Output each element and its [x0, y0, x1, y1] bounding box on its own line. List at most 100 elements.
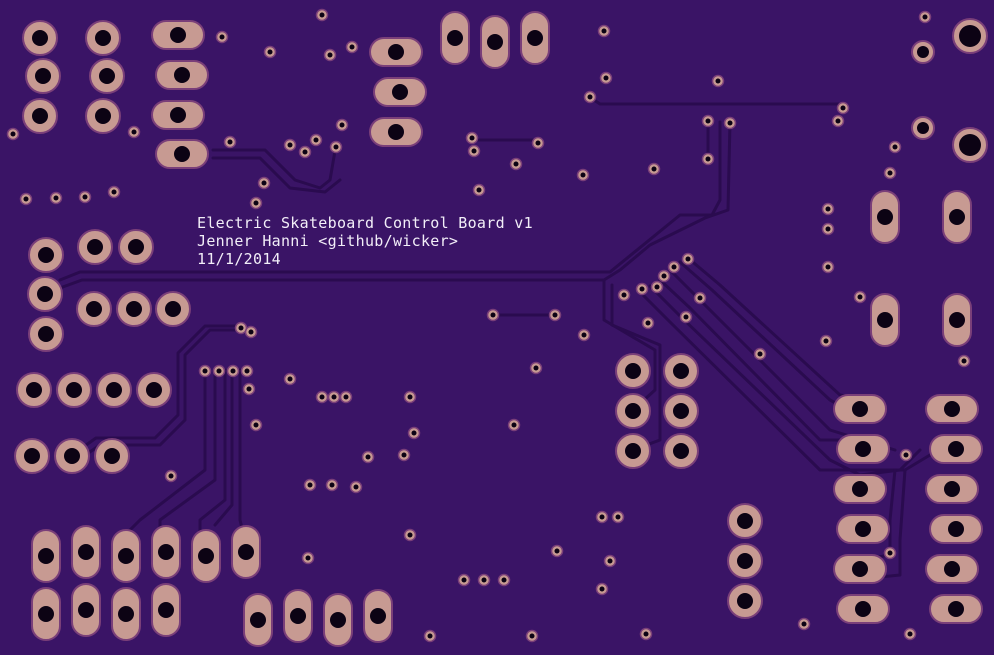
pad-drill	[855, 441, 871, 457]
pad-drill	[170, 27, 186, 43]
via-drill	[587, 94, 593, 100]
via-drill	[825, 264, 831, 270]
pad-drill	[944, 561, 960, 577]
via-drill	[407, 532, 413, 538]
pad-drill	[737, 553, 753, 569]
via-drill	[401, 452, 407, 458]
via-drill	[248, 329, 254, 335]
pad-drill	[250, 612, 266, 628]
pad-drill	[165, 301, 181, 317]
via-drill	[581, 332, 587, 338]
pad-drill	[388, 124, 404, 140]
via-drill	[427, 633, 433, 639]
via-drill	[253, 422, 259, 428]
via-drill	[471, 148, 477, 154]
via-drill	[961, 358, 967, 364]
via-drill	[333, 144, 339, 150]
pad-drill	[852, 481, 868, 497]
via-drill	[599, 586, 605, 592]
via-drill	[10, 131, 16, 137]
via-drill	[302, 149, 308, 155]
via-drill	[511, 422, 517, 428]
pad-drill	[625, 443, 641, 459]
silkscreen-date: 11/1/2014	[197, 250, 281, 268]
via-drill	[697, 295, 703, 301]
pad-drill	[852, 401, 868, 417]
pad-drill	[118, 606, 134, 622]
pad-drill	[38, 326, 54, 342]
pad-drill	[948, 601, 964, 617]
pad-drill	[487, 34, 503, 50]
pad-drill	[158, 602, 174, 618]
mounting-hole-drill	[959, 25, 981, 47]
pad-drill	[737, 593, 753, 609]
via-drill	[305, 555, 311, 561]
via-drill	[287, 142, 293, 148]
via-drill	[131, 129, 137, 135]
pad-drill	[38, 606, 54, 622]
pad-drill	[32, 108, 48, 124]
via-drill	[535, 140, 541, 146]
pad-drill	[37, 286, 53, 302]
pad-drill	[527, 30, 543, 46]
via-drill	[801, 621, 807, 627]
pad-drill	[944, 481, 960, 497]
pad-drill	[118, 548, 134, 564]
via-drill	[267, 49, 273, 55]
pad-drill	[877, 209, 893, 225]
pad-drill	[852, 561, 868, 577]
pad-drill	[737, 513, 753, 529]
via-drill	[238, 325, 244, 331]
via-drill	[411, 430, 417, 436]
via-drill	[601, 28, 607, 34]
pad-drill	[95, 30, 111, 46]
pad-drill	[170, 107, 186, 123]
through-hole-pads	[14, 20, 763, 619]
pad-drill	[944, 401, 960, 417]
via-drill	[365, 454, 371, 460]
pad-drill	[673, 363, 689, 379]
via-drill	[645, 320, 651, 326]
via-drill	[307, 482, 313, 488]
via-drill	[111, 189, 117, 195]
via-drill	[892, 144, 898, 150]
via-drill	[580, 172, 586, 178]
via-drill	[253, 200, 259, 206]
pad-drill	[99, 68, 115, 84]
via-drill	[903, 452, 909, 458]
via-drill	[53, 195, 59, 201]
via-drill	[599, 514, 605, 520]
via-drill	[319, 12, 325, 18]
pad-drill	[949, 209, 965, 225]
pad-drill	[330, 612, 346, 628]
pad-drill	[625, 363, 641, 379]
pad-drill	[673, 403, 689, 419]
via-drill	[349, 44, 355, 50]
via-drill	[607, 558, 613, 564]
via-drill	[552, 312, 558, 318]
mounting-hole-drill	[917, 46, 929, 58]
pad-drill	[625, 403, 641, 419]
via-drill	[313, 137, 319, 143]
via-drill	[23, 196, 29, 202]
via-drill	[671, 264, 677, 270]
pad-drill	[877, 312, 893, 328]
via-drill	[319, 394, 325, 400]
via-drill	[615, 514, 621, 520]
via-drill	[476, 187, 482, 193]
via-drill	[513, 161, 519, 167]
via-drill	[823, 338, 829, 344]
via-drill	[887, 550, 893, 556]
pad-drill	[198, 548, 214, 564]
pad-drill	[855, 601, 871, 617]
via-drill	[246, 386, 252, 392]
pad-drill	[87, 239, 103, 255]
via-drill	[661, 273, 667, 279]
via-drill	[168, 473, 174, 479]
mounting-hole-drill	[917, 122, 929, 134]
via-drill	[202, 368, 208, 374]
via-drill	[621, 292, 627, 298]
via-drill	[343, 394, 349, 400]
pad-drill	[38, 247, 54, 263]
